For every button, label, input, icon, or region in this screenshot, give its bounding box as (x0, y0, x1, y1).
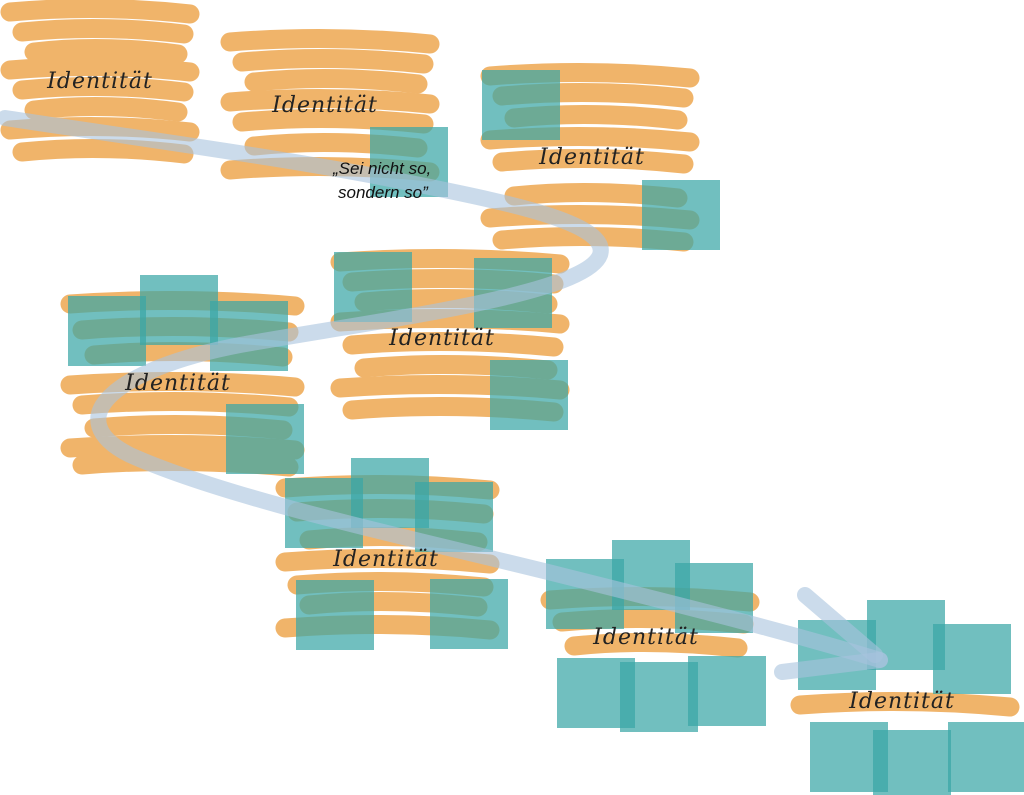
adaptation-square (933, 624, 1011, 694)
identity-label: Identität (848, 689, 955, 714)
identity-scribble-stroke (492, 148, 694, 174)
identity-scribble-stroke (12, 138, 194, 164)
development-path-line (0, 110, 888, 668)
adaptation-square (490, 360, 568, 430)
adaptation-square (620, 662, 698, 732)
adaptation-square (873, 730, 951, 795)
identity-scribble-stroke (232, 48, 434, 74)
identity-scribble-stroke (564, 632, 748, 658)
identity-label: Identität (592, 625, 699, 650)
identity-label: Identität (332, 547, 439, 572)
identity-scribble-stroke (60, 371, 305, 397)
identity-label: Identität (46, 69, 153, 94)
identity-scribble-stroke (342, 331, 564, 357)
identity-scribble-stroke (12, 76, 194, 102)
identity-scribble-stroke (220, 28, 440, 54)
identity-scribble-stroke (0, 56, 200, 82)
identity-scribble-stroke (12, 18, 194, 44)
adaptation-square (482, 70, 560, 140)
arrowhead-icon (797, 587, 883, 663)
identity-scribble-stroke (790, 691, 1020, 717)
identity-scribble-stroke (232, 108, 434, 134)
identity-scribble-stroke (275, 548, 500, 574)
adaptation-square (226, 404, 304, 474)
adaptation-square (688, 656, 766, 726)
quote-line-1: „Sei nicht so, (332, 159, 431, 178)
identity-labels: IdentitätIdentitätIdentitätIdentitätIden… (46, 69, 955, 714)
identity-scribble-stroke (244, 68, 428, 94)
adaptation-squares (68, 70, 1024, 795)
adaptation-square (430, 579, 508, 649)
development-path (0, 110, 888, 680)
adaptation-square (948, 722, 1024, 792)
identity-scribble-stroke (24, 38, 188, 64)
identity-scribble-stroke (220, 88, 440, 114)
adaptation-square (140, 275, 218, 345)
identity-label: Identität (124, 371, 231, 396)
identity-label: Identität (271, 93, 378, 118)
identity-scribble-stroke (24, 96, 188, 122)
identity-scribble-stroke (0, 0, 200, 24)
arrowhead-icon (774, 652, 888, 680)
identity-label: Identität (388, 326, 495, 351)
adaptation-square (68, 296, 146, 366)
identity-label: Identität (538, 145, 645, 170)
adaptation-square (296, 580, 374, 650)
adaptation-square (642, 180, 720, 250)
quote-line-2: sondern so” (338, 183, 429, 202)
